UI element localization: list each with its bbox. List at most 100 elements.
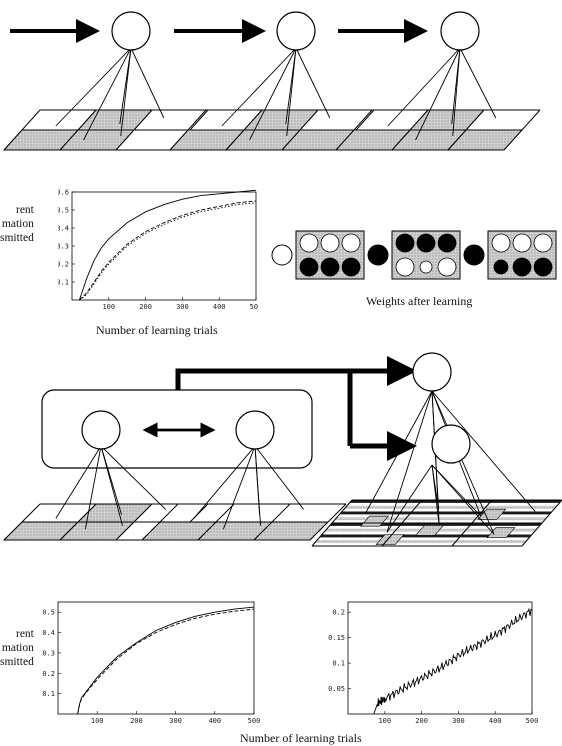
series-line [79, 200, 257, 301]
weight-dot [437, 233, 457, 253]
dark-cell [415, 524, 445, 536]
y-tick-label: 0.3 [42, 649, 55, 657]
connection-line [386, 390, 433, 533]
grid-line [3, 109, 41, 151]
connection-line [386, 464, 433, 533]
input-grid [169, 109, 375, 151]
connection-line [295, 47, 331, 119]
x-tick-label: 500 [526, 717, 538, 724]
grid-line [3, 503, 41, 541]
grid-line [59, 109, 97, 151]
series-line [77, 606, 255, 715]
xlabel-bottom: Number of learning trials [240, 731, 362, 745]
connection-line [84, 445, 102, 530]
connection-line [221, 47, 297, 127]
grid-line [253, 503, 291, 541]
striped-input-grid [311, 499, 562, 547]
weight-dot [463, 244, 485, 266]
x-tick-label: 300 [176, 303, 189, 311]
connection-line [364, 390, 433, 515]
grid-line [447, 109, 485, 151]
weight-dot [533, 233, 553, 253]
y-tick-label: 0.1 [42, 690, 55, 698]
grid-line [309, 503, 347, 541]
weight-dot [299, 257, 319, 277]
neuron-node [431, 424, 471, 464]
stripe [329, 523, 542, 526]
weight-dot [271, 244, 293, 266]
y-tick-label: 0.05 [328, 685, 345, 693]
dark-cell [409, 109, 485, 131]
weight-dot [512, 233, 532, 253]
weight-dot [299, 233, 319, 253]
neuron-node [440, 11, 480, 51]
weight-dot [533, 257, 553, 277]
grid-line [115, 109, 153, 151]
grid-line [391, 109, 429, 151]
neuron-node [412, 352, 452, 392]
y-tick-label: 0.2 [58, 261, 69, 269]
dark-cell [77, 503, 153, 523]
connection-line [249, 47, 297, 141]
grid-line [197, 503, 235, 541]
dark-cell [243, 109, 319, 131]
weight-dot [341, 233, 361, 253]
weight-dot [493, 259, 509, 275]
weight-matrix [391, 230, 461, 280]
grid-line [311, 499, 353, 547]
stripe [349, 500, 562, 503]
y-tick-label: 0.2 [42, 670, 55, 678]
ylabel-bottom: rent mation smitted [0, 628, 34, 668]
x-tick-label: 400 [489, 717, 502, 724]
x-tick-label: 200 [130, 717, 143, 724]
x-tick-label: 300 [452, 717, 465, 724]
stripe [339, 511, 552, 515]
grid-line [521, 499, 562, 547]
connection-line [83, 47, 132, 141]
neuron-node [276, 11, 316, 51]
grid-line [115, 503, 153, 541]
grid-line [451, 499, 493, 547]
connection-line [431, 464, 440, 526]
connection-line [120, 47, 132, 137]
x-tick-label: 500 [248, 717, 260, 724]
series-line [77, 608, 255, 715]
plot-frame [57, 601, 255, 715]
ylabel-top: rent mation smitted [0, 204, 34, 244]
weight-dot [512, 257, 532, 277]
y-tick-label: 0.15 [328, 634, 345, 642]
y-tick-label: 0.5 [58, 207, 69, 215]
weight-dot [416, 233, 436, 253]
neuron-node [81, 410, 121, 450]
x-tick-label: 400 [213, 303, 226, 311]
y-tick-label: 0.2 [332, 609, 345, 617]
connection-line [459, 47, 497, 119]
connection-line [452, 47, 461, 137]
connection-line [222, 445, 256, 530]
connection-line [254, 445, 262, 526]
series-line [79, 202, 257, 301]
connection-line [431, 464, 495, 535]
plot-frame [347, 601, 533, 715]
neuron-node [111, 11, 151, 51]
x-tick-label: 200 [139, 303, 152, 311]
connection-line [431, 390, 536, 512]
weight-dot [491, 233, 511, 253]
grid-line [381, 499, 423, 547]
grid-line [281, 109, 319, 151]
series-line [373, 607, 533, 715]
input-grid [3, 109, 209, 151]
connection-line [100, 445, 123, 526]
grid-line [335, 109, 373, 151]
connection-line [193, 445, 256, 519]
weight-dot [320, 233, 340, 253]
weight-dot [395, 233, 415, 253]
dark-cell [486, 527, 516, 539]
x-tick-label: 500 [250, 303, 258, 311]
grid-line [141, 503, 179, 541]
plot-frame [71, 191, 257, 301]
y-tick-label: 0.4 [42, 629, 55, 637]
weight-matrix [295, 230, 365, 280]
